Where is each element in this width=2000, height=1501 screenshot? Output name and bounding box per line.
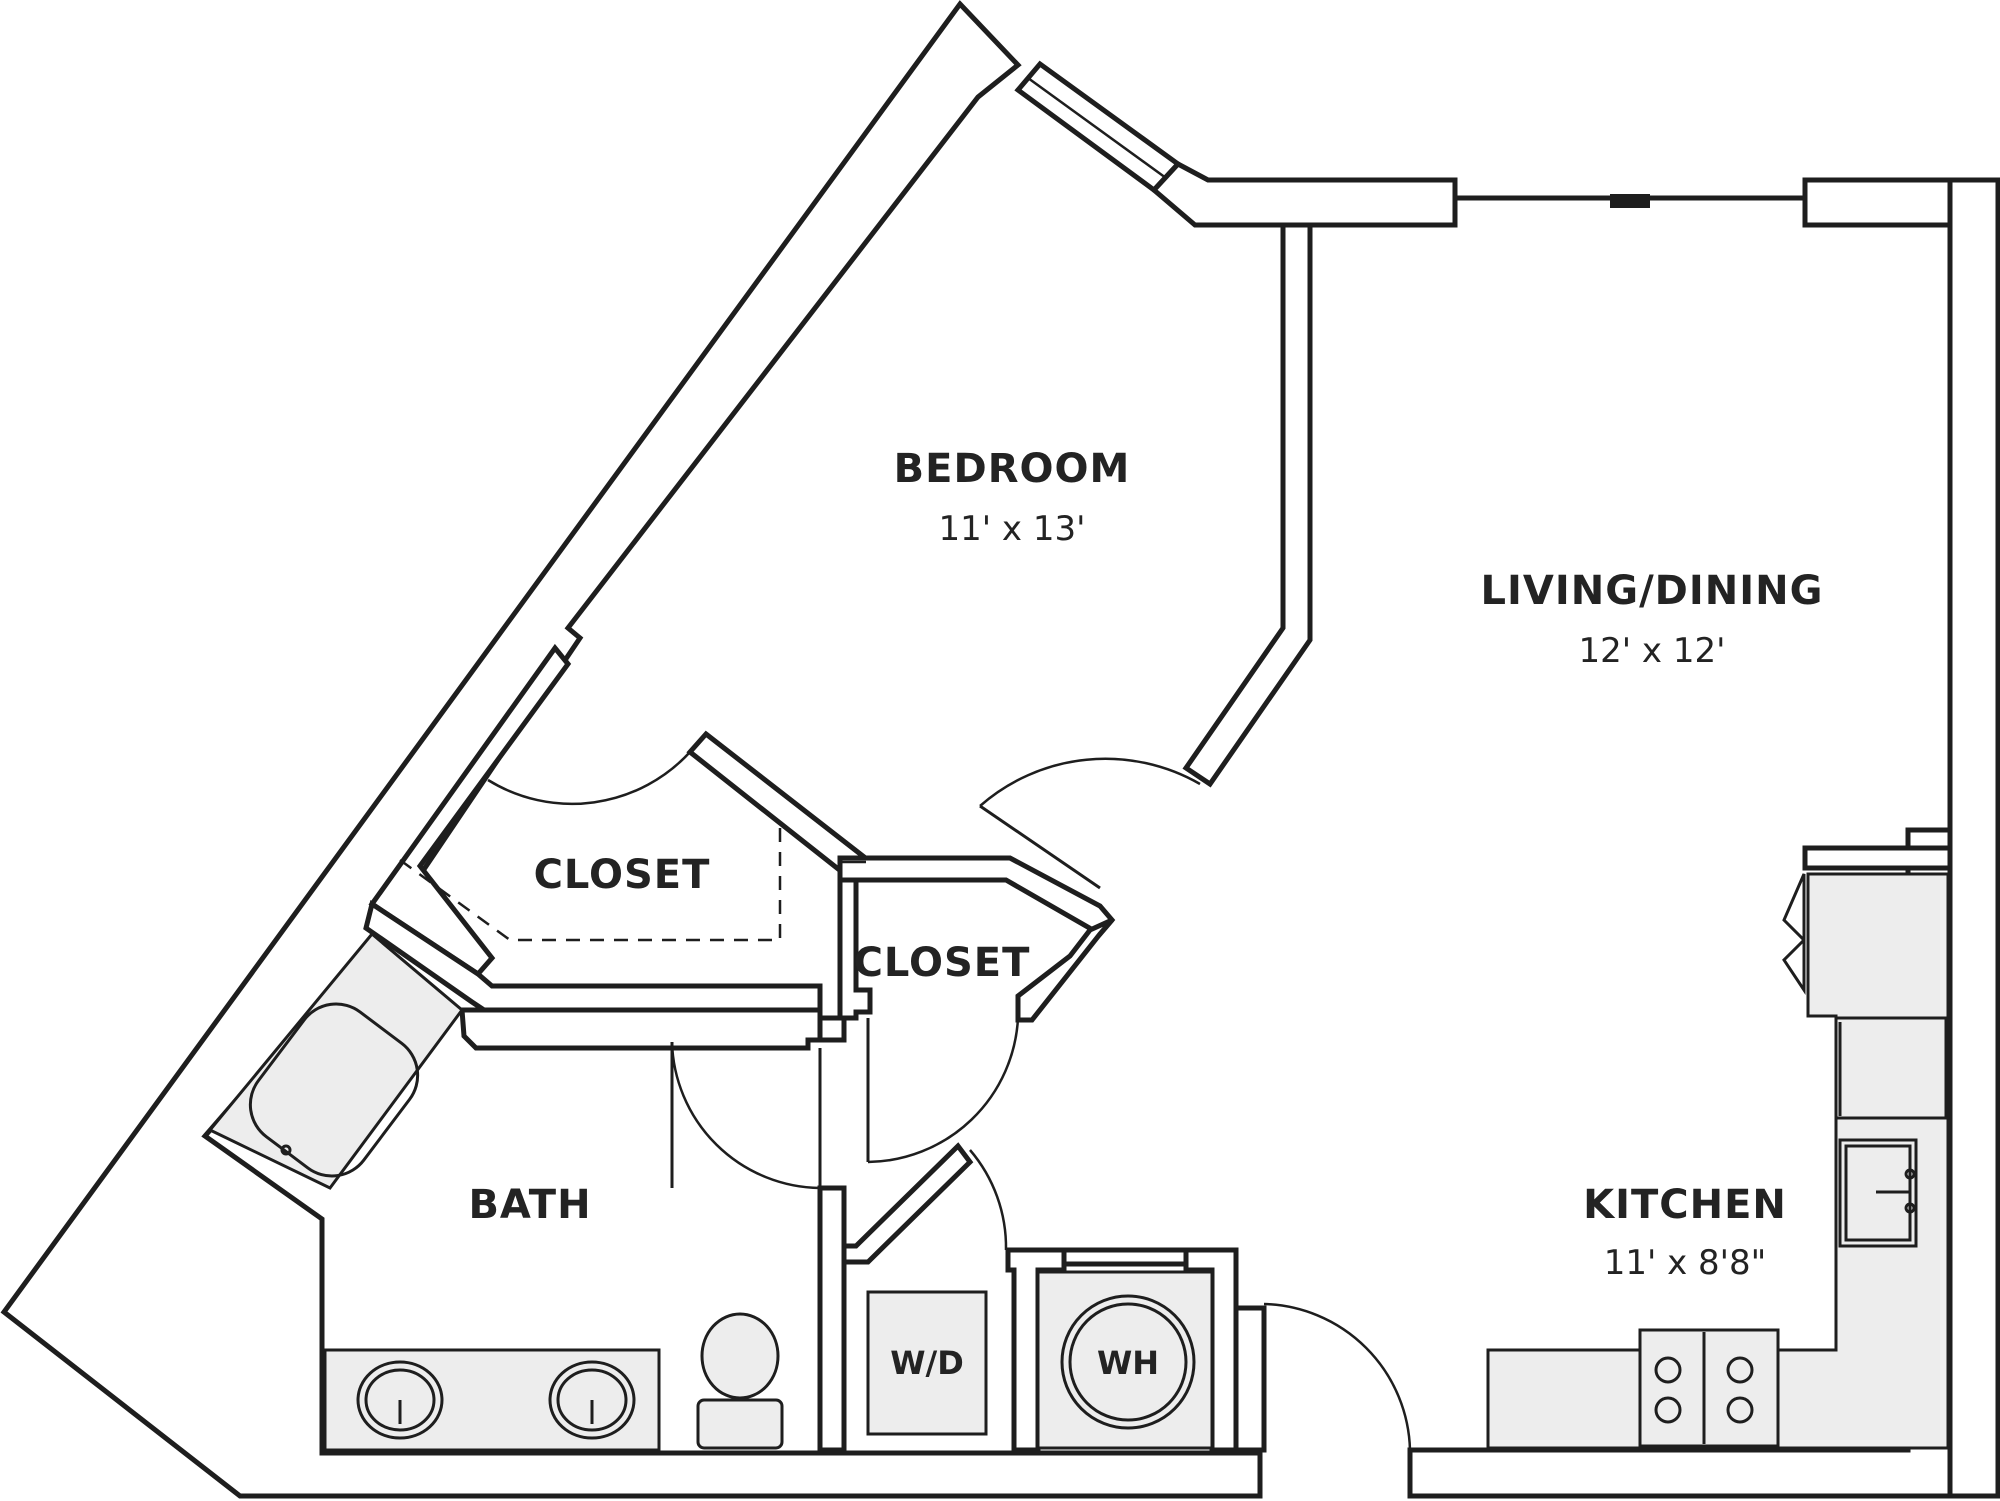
kitchen-wall-right — [1802, 845, 1953, 871]
washer-dryer-label: W/D — [890, 1344, 964, 1382]
living-dining-label: LIVING/DINING — [1481, 568, 1824, 614]
bath-door-swing — [670, 1041, 821, 1190]
water-heater — [1060, 1294, 1196, 1430]
bedroom-east-wall — [1182, 222, 1313, 788]
bedroom-closet-wall-top — [686, 730, 871, 875]
sink-right — [548, 1360, 636, 1440]
hall-closet-wall-right — [1015, 917, 1114, 1023]
bedroom-window — [1014, 60, 1182, 194]
bathtub-basin — [248, 1002, 420, 1178]
living-dining-size: 12' x 12' — [1579, 631, 1726, 671]
bedroom-size: 11' x 13' — [939, 509, 1086, 549]
range — [1638, 1328, 1780, 1448]
bath-top-wall — [459, 1007, 823, 1051]
sliding-door-post — [1610, 194, 1650, 208]
exterior-wall-top-left — [1150, 160, 1458, 228]
refrigerator — [1834, 1016, 1948, 1120]
utility-fixtures — [866, 1270, 1214, 1450]
toilet-bowl — [700, 1312, 780, 1400]
kitchen-size: 11' x 8'8" — [1604, 1243, 1767, 1283]
bedroom-closet-label: CLOSET — [534, 852, 711, 898]
kitchen-cabinet-door — [1782, 873, 1806, 944]
wh-top-wall — [1061, 1247, 1189, 1267]
exterior-wall-right — [1947, 177, 2000, 1499]
bedroom-door-swing — [979, 757, 1201, 807]
wd-door-swing — [969, 1149, 1008, 1251]
sink-left — [356, 1360, 444, 1440]
bathtub — [207, 931, 465, 1190]
wd-closet-wall — [841, 1142, 974, 1265]
closet-shelf-line — [399, 820, 782, 942]
wh-right-wall — [1183, 1247, 1239, 1453]
entry-wall — [1233, 1305, 1267, 1453]
bedroom-closet-door-swing — [487, 751, 691, 806]
entry-door-swing — [1263, 1302, 1412, 1451]
kitchen-label: KITCHEN — [1583, 1182, 1787, 1228]
water-heater-label: WH — [1097, 1344, 1159, 1382]
hall-closet-label: CLOSET — [854, 940, 1031, 986]
bedroom-label: BEDROOM — [894, 446, 1131, 492]
bath-label: BATH — [468, 1182, 591, 1228]
hall-closet-door-swing — [867, 1017, 1020, 1164]
bath-wd-wall — [817, 1185, 847, 1453]
interior-walls — [363, 222, 1412, 1453]
kitchen-fixtures — [1486, 872, 1950, 1450]
bath-fixtures — [207, 931, 784, 1452]
washer-dryer — [866, 1290, 988, 1436]
exterior-wall-diagonal — [0, 0, 1263, 1499]
toilet-tank — [696, 1398, 784, 1450]
bath-hall-wall — [817, 1015, 847, 1043]
room-labels: BEDROOM 11' x 13' LIVING/DINING 12' x 12… — [468, 446, 1824, 1382]
